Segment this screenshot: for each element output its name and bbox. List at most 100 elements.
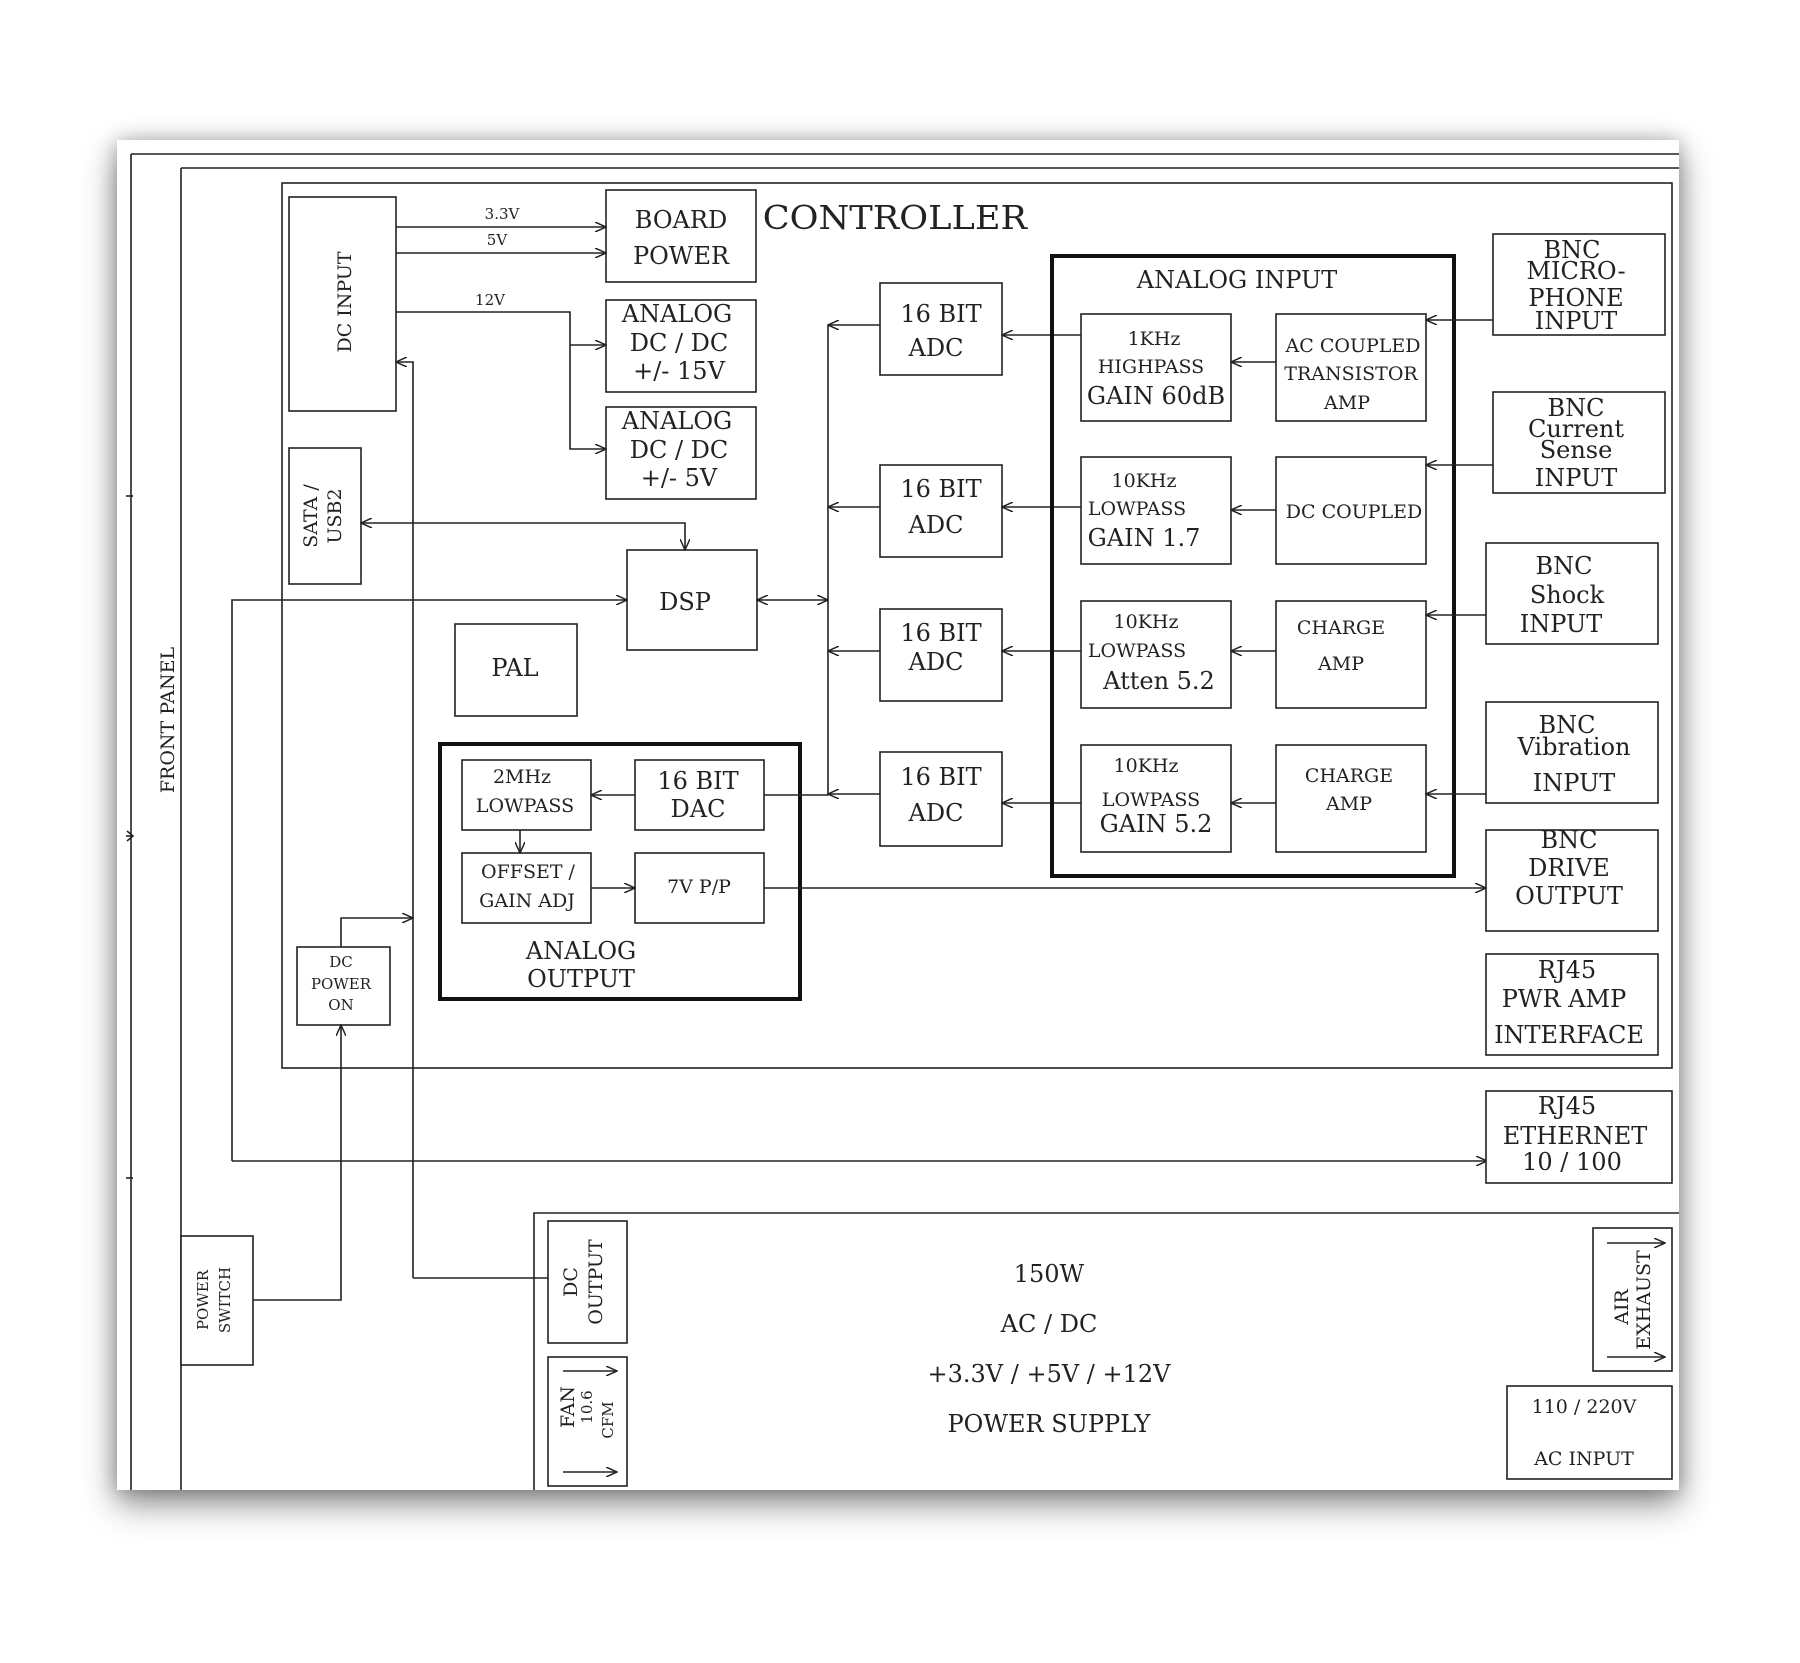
analog-output-group bbox=[438, 742, 802, 1001]
adc-label: 16 BIT bbox=[900, 300, 981, 328]
pal-label: PAL bbox=[491, 654, 538, 682]
amp-block bbox=[1275, 744, 1427, 853]
rj45-pwr-amp-label: RJ45 bbox=[1538, 956, 1596, 984]
adc-label: ADC bbox=[908, 799, 964, 827]
analog-dcdc-15v-label: DC / DC bbox=[630, 329, 729, 357]
filter-label: HIGHPASS bbox=[1098, 356, 1204, 378]
filter-label: 10KHz bbox=[1114, 611, 1179, 633]
filter-label: Atten 5.2 bbox=[1102, 667, 1215, 695]
filter-block bbox=[1080, 313, 1232, 422]
block-diagram: PIND CONTROLLER FRONT PANEL DC INPUT BOA… bbox=[126, 153, 1679, 1490]
bnc-current-sense-connector bbox=[1492, 391, 1666, 494]
offset-gain-label: OFFSET / bbox=[481, 861, 576, 883]
dc-input-label: DC INPUT bbox=[334, 251, 356, 352]
analog-dcdc-5v-label: +/- 5V bbox=[641, 464, 718, 492]
dsp-block bbox=[626, 549, 758, 651]
power-supply-label: +3.3V / +5V / +12V bbox=[928, 1360, 1172, 1388]
rail-12v-label: 12V bbox=[475, 291, 506, 309]
air-exhaust-label: EXHAUST bbox=[1633, 1250, 1655, 1350]
power-switch-block bbox=[180, 1235, 254, 1366]
dc-power-on-label: POWER bbox=[311, 975, 372, 993]
filter-label: LOWPASS bbox=[1088, 640, 1186, 662]
rj45-ethernet-label: ETHERNET bbox=[1503, 1122, 1648, 1150]
bnc-drive-output-label: BNC bbox=[1541, 826, 1598, 854]
adc-label: ADC bbox=[908, 511, 964, 539]
adc-label: ADC bbox=[908, 648, 964, 676]
analog-dcdc-5v-label: DC / DC bbox=[630, 436, 729, 464]
analog-dcdc-5v-block bbox=[605, 406, 757, 500]
sata-usb-block bbox=[288, 447, 362, 585]
amp-label: CHARGE bbox=[1305, 765, 1393, 787]
amp-label: AMP bbox=[1317, 653, 1364, 675]
dac-block bbox=[634, 759, 765, 831]
dc-power-on-label: ON bbox=[328, 996, 353, 1014]
adc-label: 16 BIT bbox=[900, 763, 981, 791]
rj45-pwr-amp-connector bbox=[1485, 953, 1659, 1056]
fan-label: 10.6 bbox=[578, 1390, 596, 1423]
air-exhaust-label: AIR bbox=[1611, 1289, 1633, 1326]
power-supply-label: POWER SUPPLY bbox=[948, 1410, 1152, 1438]
dc-input-block bbox=[288, 196, 397, 412]
amp-label: DC COUPLED bbox=[1286, 501, 1422, 523]
vpp-label: 7V P/P bbox=[667, 876, 731, 898]
bnc-current-sense-label: INPUT bbox=[1535, 464, 1617, 492]
filter-block bbox=[1080, 600, 1232, 709]
amp-label: CHARGE bbox=[1297, 617, 1385, 639]
adc-block bbox=[879, 751, 1003, 847]
filter-label: GAIN 60dB bbox=[1087, 382, 1225, 410]
board-power-block bbox=[605, 189, 757, 283]
rj45-pwr-amp-label: PWR AMP bbox=[1502, 985, 1627, 1013]
ac-input-label: AC INPUT bbox=[1533, 1448, 1634, 1470]
filter-label: LOWPASS bbox=[1102, 789, 1200, 811]
offset-gain-block bbox=[461, 852, 592, 924]
offset-gain-label: GAIN ADJ bbox=[479, 890, 575, 912]
rj45-ethernet-label: RJ45 bbox=[1538, 1092, 1596, 1120]
rail-3v3-label: 3.3V bbox=[485, 205, 521, 223]
bnc-drive-output-label: OUTPUT bbox=[1515, 882, 1623, 910]
amp-label: AMP bbox=[1323, 392, 1370, 414]
adc-block bbox=[879, 282, 1003, 376]
pind-controller-board bbox=[281, 182, 1673, 1069]
board-power-label: POWER bbox=[633, 242, 730, 270]
analog-output-title: OUTPUT bbox=[527, 965, 635, 993]
filter-block bbox=[1080, 744, 1232, 853]
rj45-ethernet-label: 10 / 100 bbox=[1522, 1148, 1622, 1176]
analog-dcdc-15v-label: ANALOG bbox=[621, 300, 732, 328]
filter-label: GAIN 5.2 bbox=[1100, 810, 1213, 838]
diagram-sheet: PIND CONTROLLER FRONT PANEL DC INPUT BOA… bbox=[117, 140, 1679, 1490]
dc-power-on-label: DC bbox=[329, 953, 353, 971]
adc-label: 16 BIT bbox=[900, 619, 981, 647]
bnc-shock-label: BNC bbox=[1536, 552, 1593, 580]
output-lowpass-label: 2MHz bbox=[493, 766, 551, 788]
bnc-vibration-label: Vibration bbox=[1517, 733, 1631, 761]
sata-usb-label: USB2 bbox=[324, 488, 346, 543]
analog-input-group bbox=[1050, 254, 1456, 878]
dc-output-label: OUTPUT bbox=[585, 1239, 607, 1325]
amp-label: AMP bbox=[1325, 793, 1372, 815]
sata-usb-label: SATA / bbox=[300, 484, 322, 548]
rj45-pwr-amp-label: INTERFACE bbox=[1494, 1021, 1644, 1049]
bnc-microphone-connector bbox=[1492, 233, 1666, 336]
output-lowpass-label: LOWPASS bbox=[476, 795, 574, 817]
dc-output-block bbox=[547, 1220, 628, 1344]
bnc-current-sense-label: Current bbox=[1528, 415, 1624, 443]
bnc-microphone-label: PHONE bbox=[1528, 284, 1623, 312]
amp-block bbox=[1275, 456, 1427, 565]
dc-output-label: DC bbox=[560, 1267, 582, 1297]
dac-label: 16 BIT bbox=[657, 767, 738, 795]
filter-label: LOWPASS bbox=[1088, 498, 1186, 520]
power-supply-label: 150W bbox=[1014, 1260, 1085, 1288]
ac-input-block bbox=[1506, 1385, 1673, 1480]
filter-label: GAIN 1.7 bbox=[1088, 524, 1201, 552]
amp-block bbox=[1275, 313, 1427, 422]
filter-block bbox=[1080, 456, 1232, 565]
dc-power-on-block bbox=[296, 946, 391, 1026]
bnc-vibration-connector bbox=[1485, 701, 1659, 804]
power-switch-label: POWER bbox=[194, 1269, 212, 1330]
filter-label: 10KHz bbox=[1114, 755, 1179, 777]
pal-block bbox=[454, 623, 578, 717]
bnc-vibration-label: INPUT bbox=[1533, 769, 1615, 797]
bnc-shock-label: Shock bbox=[1530, 581, 1605, 609]
bnc-current-sense-label: BNC bbox=[1548, 394, 1605, 422]
board-power-label: BOARD bbox=[635, 206, 727, 234]
